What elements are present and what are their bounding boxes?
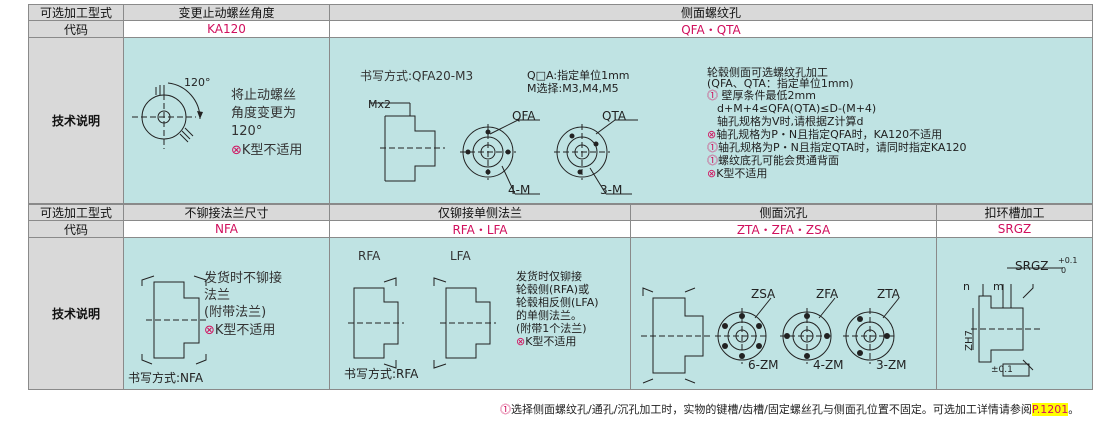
qfa-note-1: 轮毂侧面可选螺纹孔加工 bbox=[707, 66, 828, 79]
page-link[interactable]: P.1201 bbox=[1031, 403, 1069, 416]
qfa-note-7: ⓵轴孔规格为P・N且指定QTA时，请同时指定KA120 bbox=[707, 141, 967, 154]
srgz-label: SRGZ bbox=[1015, 259, 1049, 273]
not-applicable-icon: ⊗ bbox=[231, 143, 242, 158]
bottom-col1-header: 可选加工型式 bbox=[28, 204, 124, 221]
qfa-qta-diagram bbox=[370, 102, 638, 195]
rfa-writing: 书写方式:RFA bbox=[344, 367, 419, 381]
qfa-spec-line2: M选择:M3,M4,M5 bbox=[527, 82, 619, 95]
rfa-lfa-cell: RFA LFA 发货时仅铆接 轮毂侧(RFA)或 轮毂相反侧(LFA) 的单侧法… bbox=[329, 237, 631, 390]
code-nfa: NFA bbox=[123, 220, 330, 238]
rfa-line5: (附带1个法兰) bbox=[516, 322, 587, 335]
code-ka120: KA120 bbox=[123, 20, 330, 38]
code-qfa-qta: QFA・QTA bbox=[329, 20, 1093, 38]
rfa-line2: 轮毂侧(RFA)或 bbox=[516, 283, 590, 296]
nfa-line1: 发货时不铆接 bbox=[204, 271, 283, 286]
qfa-qta-cell: 书写方式:QFA20-M3 Q□A:指定单位1mm M选择:M3,M4,M5 M… bbox=[329, 37, 1093, 204]
top-tech-label: 技术说明 bbox=[28, 37, 124, 204]
bottom-col2-header: 不铆接法兰尺寸 bbox=[123, 204, 330, 221]
zta-diagram bbox=[641, 287, 900, 384]
ka120-line2: 角度变更为 bbox=[231, 106, 297, 121]
nfa-cell: 发货时不铆接 法兰 (附带法兰) ⊗K型不适用 书写方式:NFA bbox=[123, 237, 330, 390]
srgz-cell: SRGZ +0.1 0 n m ZH7 ±0.1 bbox=[936, 237, 1093, 390]
footer-note: ⓵选择侧面螺纹孔/通孔/沉孔加工时，实物的键槽/齿槽/固定螺丝孔与侧面孔位置不固… bbox=[500, 403, 1080, 416]
ka120-line1: 将止动螺丝 bbox=[231, 88, 297, 103]
rfa-label: RFA bbox=[358, 249, 381, 263]
nfa-note: ⊗K型不适用 bbox=[204, 323, 276, 338]
qta-label: QTA bbox=[602, 109, 627, 123]
code-srgz: SRGZ bbox=[936, 220, 1093, 238]
rfa-note: ⊗K型不适用 bbox=[516, 335, 577, 348]
not-applicable-icon: ⊗ bbox=[707, 167, 717, 180]
zta-label: ZTA bbox=[877, 287, 900, 301]
srgz-m-label: m bbox=[993, 280, 1004, 293]
zta-3zm-label: 3-ZM bbox=[876, 358, 907, 372]
rfa-lfa-diagram bbox=[348, 277, 496, 369]
srgz-diagram bbox=[971, 267, 1063, 377]
top-col1-header: 可选加工型式 bbox=[28, 4, 124, 21]
qfa-note-3: ⓵ 壁厚条件最低2mm bbox=[707, 89, 816, 102]
warning-icon: ⓵ bbox=[500, 403, 511, 416]
nfa-line2: 法兰 bbox=[204, 288, 231, 303]
zsa-6zm-label: 6-ZM bbox=[748, 358, 779, 372]
bottom-code-label: 代码 bbox=[28, 220, 124, 238]
rfa-line3: 轮毂相反侧(LFA) bbox=[516, 296, 599, 309]
bottom-tech-label: 技术说明 bbox=[28, 237, 124, 390]
qfa-spec-line1: Q□A:指定单位1mm bbox=[527, 69, 630, 82]
warning-icon: ⓵ bbox=[707, 154, 718, 167]
srgz-tol-label: ±0.1 bbox=[991, 365, 1013, 375]
rfa-line1: 发货时仅铆接 bbox=[516, 270, 582, 283]
ka120-cell: 120° 将止动螺丝 角度变更为 120° ⊗K型不适用 bbox=[123, 37, 330, 204]
bottom-col5-header: 扣环槽加工 bbox=[936, 204, 1093, 221]
nfa-diagram bbox=[141, 275, 207, 365]
bottom-col4-header: 侧面沉孔 bbox=[630, 204, 937, 221]
srgz-sup: +0.1 bbox=[1058, 256, 1078, 265]
code-rfa-lfa: RFA・LFA bbox=[329, 220, 631, 238]
lfa-label: LFA bbox=[450, 249, 471, 263]
qfa-note-2: (QFA、QTA：指定单位1mm) bbox=[707, 77, 854, 90]
qfa-mx2-label: Mx2 bbox=[368, 98, 391, 111]
qfa-note-4: d+M+4≤QFA(QTA)≤D-(M+4) bbox=[717, 102, 877, 115]
srgz-n-label: n bbox=[963, 280, 970, 293]
rfa-line4: 的单侧法兰。 bbox=[516, 309, 582, 322]
zfa-label: ZFA bbox=[816, 287, 839, 301]
ka120-line3: 120° bbox=[231, 124, 263, 139]
top-col2-header: 变更止动螺丝角度 bbox=[123, 4, 330, 21]
ka120-diagram bbox=[132, 82, 203, 149]
warning-icon: ⓵ bbox=[707, 141, 718, 154]
qfa-4m-label: 4-M bbox=[508, 183, 531, 197]
code-zta-zfa-zsa: ZTA・ZFA・ZSA bbox=[630, 220, 937, 238]
nfa-line3: (附带法兰) bbox=[204, 305, 267, 320]
zfa-4zm-label: 4-ZM bbox=[813, 358, 844, 372]
qfa-label: QFA bbox=[512, 109, 536, 123]
warning-icon: ⓵ bbox=[707, 89, 718, 102]
ka120-note: ⊗K型不适用 bbox=[231, 143, 303, 158]
zta-cell: ZSA ZFA ZTA 6-ZM 4-ZM 3-ZM bbox=[630, 237, 937, 390]
not-applicable-icon: ⊗ bbox=[204, 323, 215, 338]
srgz-sub: 0 bbox=[1061, 266, 1067, 275]
ka120-angle-label: 120° bbox=[184, 76, 211, 89]
qfa-writing: 书写方式:QFA20-M3 bbox=[360, 69, 474, 83]
qfa-note-9: ⊗K型不适用 bbox=[707, 167, 768, 180]
nfa-writing: 书写方式:NFA bbox=[128, 371, 204, 385]
qfa-note-5: 轴孔规格为V时,请根据Z计算d bbox=[717, 115, 864, 128]
top-col3-header: 侧面螺纹孔 bbox=[329, 4, 1093, 21]
qfa-note-6: ⊗轴孔规格为P・N且指定QFA时，KA120不适用 bbox=[707, 128, 943, 141]
bottom-col3-header: 仅铆接单侧法兰 bbox=[329, 204, 631, 221]
not-applicable-icon: ⊗ bbox=[516, 335, 526, 348]
qfa-note-8: ⓵螺纹底孔可能会贯通背面 bbox=[707, 154, 839, 167]
top-code-label: 代码 bbox=[28, 20, 124, 38]
zsa-label: ZSA bbox=[751, 287, 776, 301]
not-applicable-icon: ⊗ bbox=[707, 128, 717, 141]
